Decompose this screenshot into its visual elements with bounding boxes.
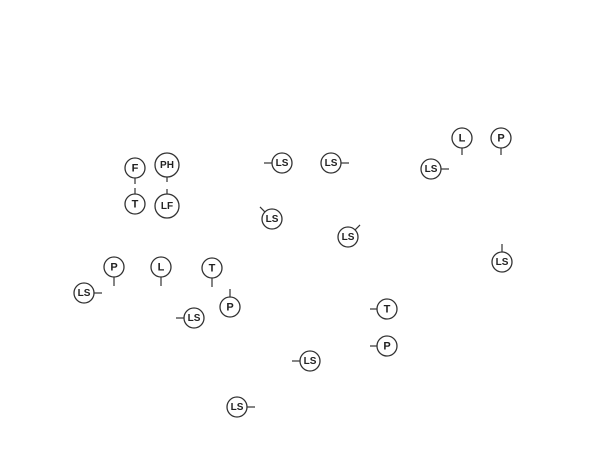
instrument-symbol-ph: PH [154, 152, 180, 182]
instrument-symbol-lf: LF [154, 189, 180, 219]
symbol-circle [150, 256, 172, 278]
symbol-label: P [383, 341, 390, 353]
symbol-circle [451, 127, 473, 149]
symbol-label: LS [266, 214, 279, 225]
symbol-circle [124, 193, 146, 215]
instrument-symbol-ls: LS [73, 282, 102, 304]
symbol-circle [376, 335, 398, 357]
instrument-symbol-ls: LS [320, 152, 349, 174]
symbol-label: LS [231, 402, 244, 413]
instrument-symbol-f: F [124, 157, 146, 184]
symbol-label: P [226, 302, 233, 314]
symbol-label: L [459, 133, 466, 145]
instrument-symbol-ls: LS [337, 224, 361, 248]
symbol-label: T [384, 304, 391, 316]
instrument-symbol-ls: LS [226, 396, 255, 418]
symbol-connector-line [259, 206, 266, 213]
symbol-circle [183, 307, 205, 329]
symbol-circle [337, 226, 359, 248]
symbol-circle [154, 152, 180, 178]
instrument-symbol-l: L [150, 256, 172, 286]
instrument-symbol-p: P [219, 289, 241, 318]
symbol-label: LS [342, 232, 355, 243]
instrument-symbol-p: P [370, 335, 398, 357]
symbol-label: LS [276, 158, 289, 169]
symbol-circle [201, 257, 223, 279]
instrument-symbol-ls: LS [264, 152, 293, 174]
symbol-circle [491, 251, 513, 273]
instrument-symbol-t: T [201, 257, 223, 287]
symbol-circle [154, 193, 180, 219]
symbol-connector-line [354, 224, 361, 231]
instrument-symbol-t: T [370, 298, 398, 320]
symbol-label: LS [325, 158, 338, 169]
symbol-label: L [158, 262, 165, 274]
instrument-symbol-ls: LS [259, 206, 283, 230]
symbol-circle [124, 157, 146, 179]
symbol-circle [376, 298, 398, 320]
symbol-circle [219, 296, 241, 318]
symbol-label: LS [188, 313, 201, 324]
symbol-label: LS [78, 288, 91, 299]
instrument-symbol-p: P [490, 127, 512, 155]
symbol-label: T [132, 199, 139, 211]
symbol-circle [271, 152, 293, 174]
instrument-symbol-ls: LS [491, 244, 513, 273]
symbol-circle [261, 208, 283, 230]
symbol-circle [320, 152, 342, 174]
symbol-circle [420, 158, 442, 180]
symbol-label: LS [425, 164, 438, 175]
symbol-label: LS [304, 356, 317, 367]
symbol-circle [299, 350, 321, 372]
symbol-label: P [110, 262, 117, 274]
instrument-symbol-p: P [103, 256, 125, 286]
instrument-symbol-ls: LS [176, 307, 205, 329]
symbol-circle [226, 396, 248, 418]
symbol-label: PH [160, 160, 174, 171]
instrument-symbol-l: L [451, 127, 473, 155]
instrument-symbol-ls: LS [292, 350, 321, 372]
symbol-circle [73, 282, 95, 304]
instrument-symbol-ls: LS [420, 158, 449, 180]
symbol-label: P [497, 133, 504, 145]
symbol-label: T [209, 263, 216, 275]
symbol-circle [103, 256, 125, 278]
symbol-label: F [132, 163, 139, 175]
symbol-label: LS [496, 257, 509, 268]
symbol-circle [490, 127, 512, 149]
instrument-symbol-t: T [124, 188, 146, 215]
symbol-label: LF [161, 201, 173, 212]
